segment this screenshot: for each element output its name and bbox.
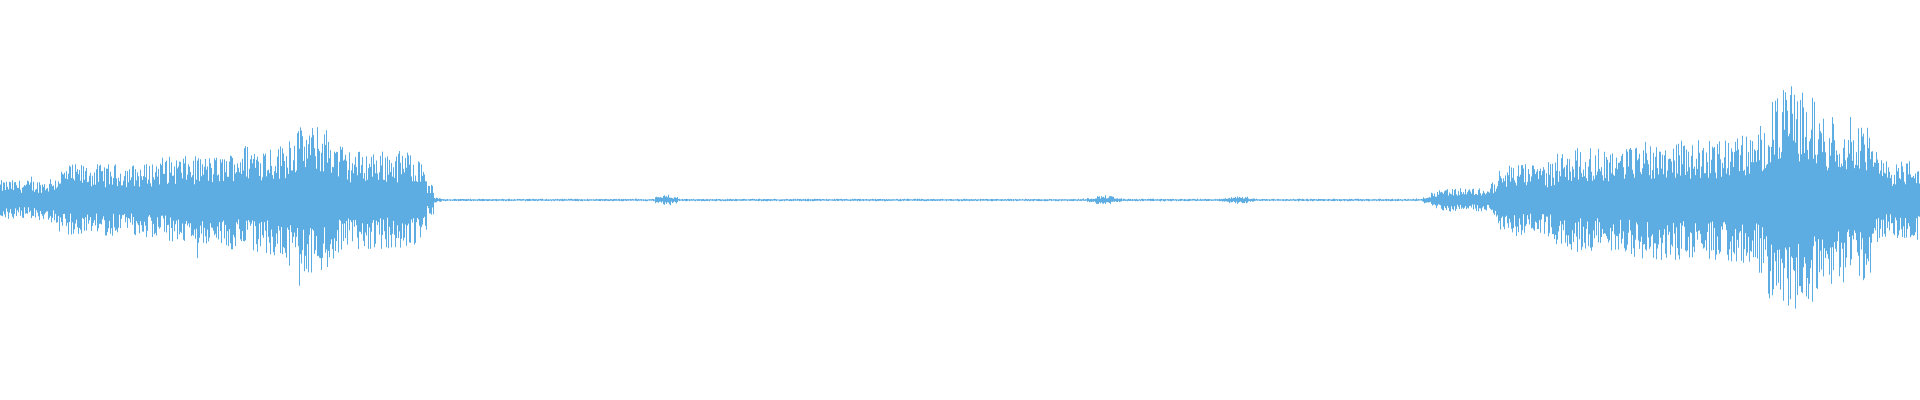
waveform-signal [0, 86, 1920, 309]
